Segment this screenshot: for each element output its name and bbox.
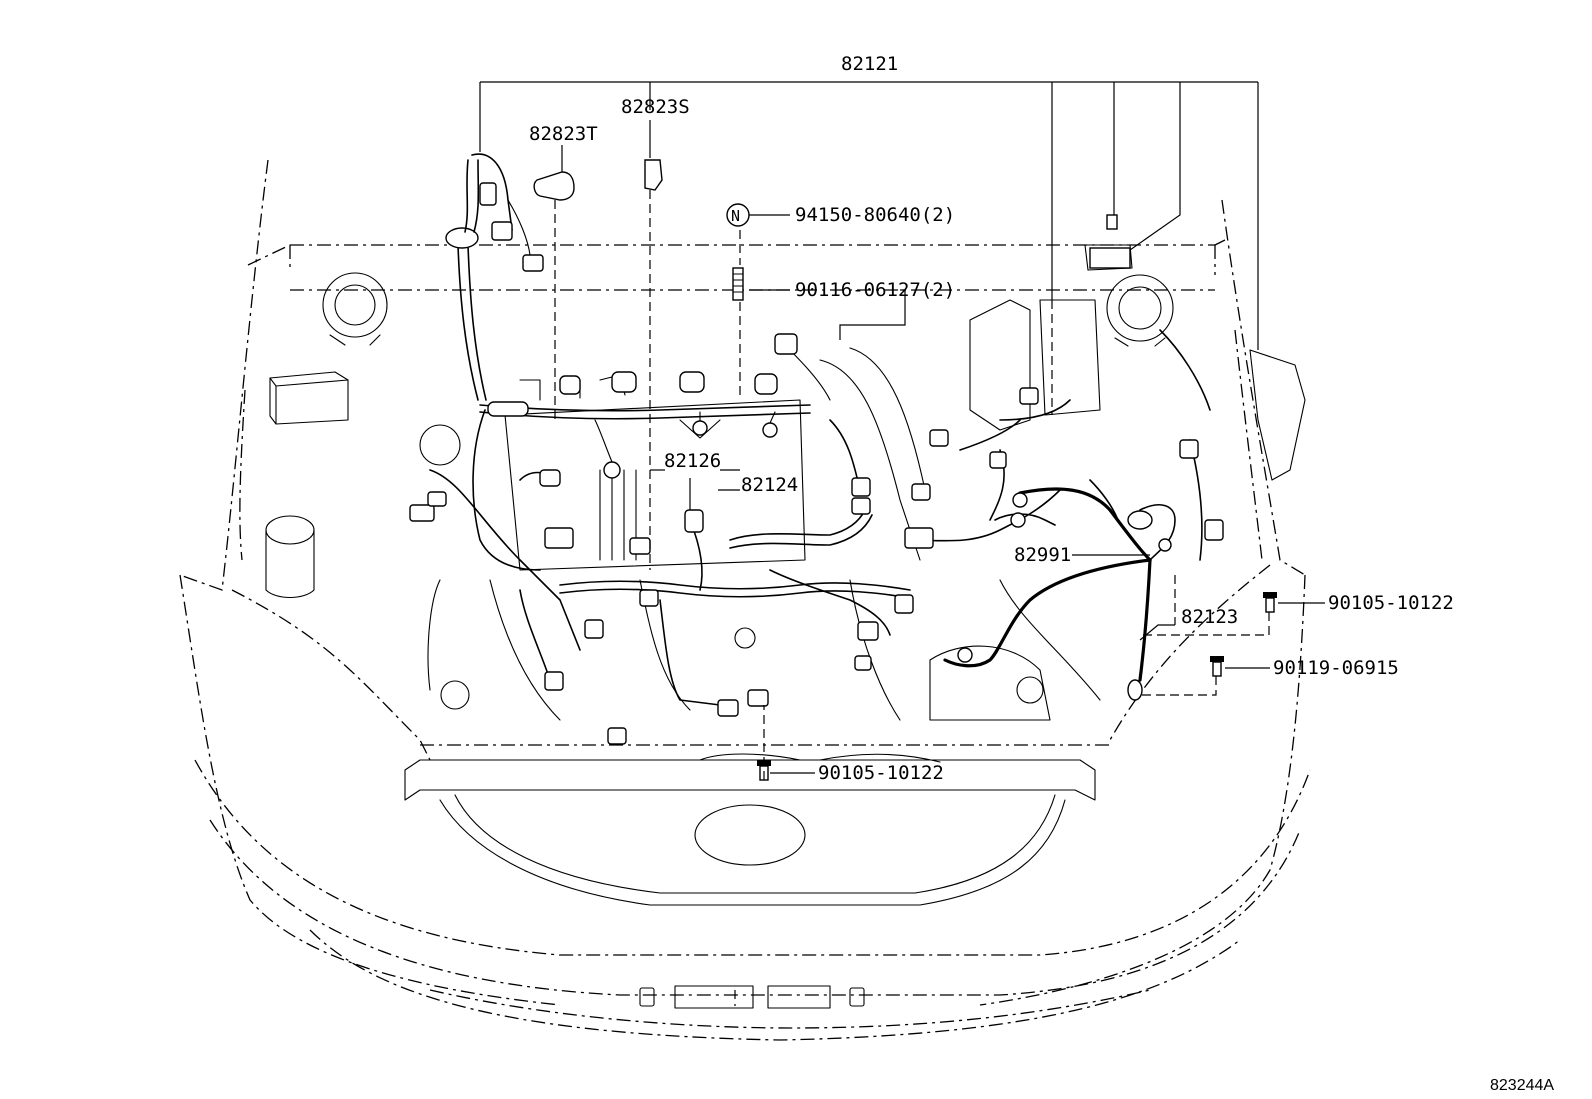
leader-lines [479,81,1325,774]
label-82126: 82126 [664,450,721,472]
label-82121: 82121 [841,53,898,75]
wire-harness [409,153,1224,745]
stud-bolt [732,267,744,301]
label-82124: 82124 [741,474,798,496]
part-labels: 82121 82823S 82823T N 94150-80640(2) 901… [529,53,1554,1094]
label-90105-10122-bottom: 90105-10122 [818,762,944,784]
bolt-90105-right [1263,592,1277,613]
bolt-90119 [1210,656,1224,677]
label-82823T: 82823T [529,123,598,145]
connector-82823S [644,159,663,191]
car-body-outline [179,159,1311,1041]
loose-parts [533,159,1277,781]
label-82123: 82123 [1181,606,1238,628]
connector-82823T [533,171,575,201]
label-90105-10122-right: 90105-10122 [1328,592,1454,614]
label-94150-80640: 94150-80640(2) [795,204,955,226]
label-82823S: 82823S [621,96,690,118]
label-90119-06915: 90119-06915 [1273,657,1399,679]
label-82991: 82991 [1014,544,1071,566]
projection-lines [554,190,1270,780]
battery-cables [943,479,1176,701]
figure-code: 823244A [1490,1077,1554,1094]
nut-symbol-icon: N [731,207,740,225]
label-90116-06127: 90116-06127(2) [795,279,955,301]
engine-bay-components [265,244,1306,763]
